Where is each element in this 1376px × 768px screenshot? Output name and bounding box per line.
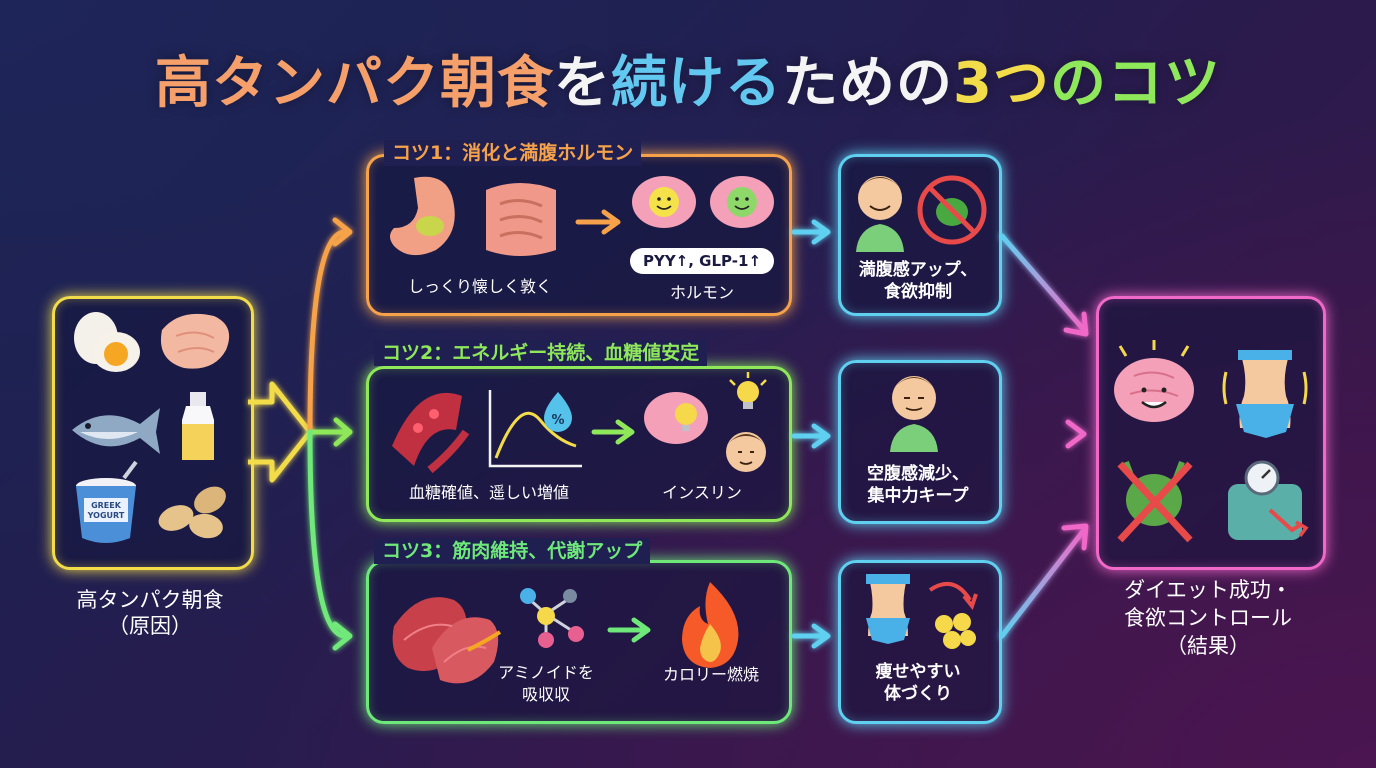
fire-icon [682, 582, 739, 668]
slim-body-icon [866, 574, 910, 644]
tip2-caption-left: 血糖確値、遥しい増値 [408, 483, 569, 502]
beans-icon [158, 486, 226, 539]
effect1-line2: 食欲抑制 [884, 282, 952, 302]
tip2-box [366, 366, 792, 522]
cause-label-line2: （原因） [108, 614, 192, 638]
egg-icon [74, 312, 140, 372]
no-craving-icon [917, 175, 987, 245]
fat-burn-icon [928, 581, 978, 649]
happy-brain-icon-2 [710, 176, 774, 228]
tip1-caption-right: ホルモン [669, 283, 734, 302]
chicken-breast-icon [160, 313, 230, 369]
tip3-caption-mid-1: アミノイドを [498, 663, 594, 682]
stomach-icon [390, 176, 455, 256]
milk-bottle-icon [182, 392, 214, 460]
tip1-caption-left: しっくり懐しく敦く [407, 277, 552, 296]
blood-sugar-graph-icon [488, 390, 582, 468]
effect3-line2: 体づくり [884, 684, 952, 704]
effect-result-arrows [999, 233, 1089, 639]
tip3-title: コツ3：筋肉維持、代謝アップ [374, 538, 651, 564]
tip3-caption-right: カロリー燃焼 [662, 665, 759, 684]
title-segment-5: 3つ [953, 51, 1050, 116]
title-segment-2: を [554, 51, 612, 116]
result-label-line2: 食欲コントロール [1124, 606, 1292, 630]
branch-arrows [307, 217, 353, 651]
cause-label-line1: 高タンパク朝食 [76, 588, 224, 612]
brain-lightbulb-icon [644, 392, 708, 444]
effect2-line1: 空腹感減少、 [867, 464, 969, 484]
effect3-line1: 痩せやすい [875, 662, 961, 682]
svg-text:%: % [551, 413, 564, 428]
effect2-line2: 集中力キープ [867, 486, 969, 506]
slim-waist-icon [1222, 350, 1308, 438]
scale-icon [1228, 460, 1309, 540]
tip2-caption-right: インスリン [662, 483, 742, 502]
result-label-line3: （結果） [1166, 634, 1250, 658]
result-label-line1: ダイエット成功・ [1124, 578, 1292, 602]
water-drop-icon: % [544, 392, 572, 432]
muscle-arrow-icon [467, 630, 502, 652]
tip3-caption-mid-2: 吸収収 [521, 685, 570, 704]
yogurt-cup-icon [76, 460, 138, 543]
muscle-icon [392, 597, 499, 684]
calm-person-icon-2 [890, 376, 938, 452]
amino-acid-icon [520, 588, 584, 648]
cause-hollow-arrow [248, 381, 313, 483]
title-segment-4: ための [782, 51, 954, 116]
tip2-title: コツ2：エネルギー持続、血糖値安定 [374, 340, 708, 366]
tip-effect-arrows [791, 219, 831, 649]
fish-icon [72, 408, 160, 454]
title-segment-6: のコツ [1049, 51, 1221, 116]
happy-brain-icon-1 [632, 176, 696, 228]
hormone-badge: PYY↑, GLP-1↑ [630, 248, 774, 274]
title-segment-3: 続ける [611, 51, 783, 116]
intestine-icon [486, 183, 556, 256]
inner-arrows [575, 209, 651, 643]
lightbulb-icon [729, 372, 767, 409]
effect1-line1: 満腹感アップ、 [858, 260, 978, 280]
yogurt-text-2: YOGURT [87, 511, 125, 520]
crossed-craving-icon [1117, 460, 1193, 543]
happy-person-icon [856, 176, 904, 252]
calm-person-icon [726, 432, 766, 472]
happy-brain-result-icon [1114, 340, 1194, 422]
title-segment-1: 高タンパク朝食 [155, 51, 555, 116]
yogurt-text-1: GREEK [91, 501, 122, 510]
page-title: 高タンパク朝食を続けるための3つのコツ [0, 38, 1376, 119]
blood-vessel-icon [392, 392, 470, 474]
tip1-title: コツ1：消化と満腹ホルモン [384, 140, 642, 166]
